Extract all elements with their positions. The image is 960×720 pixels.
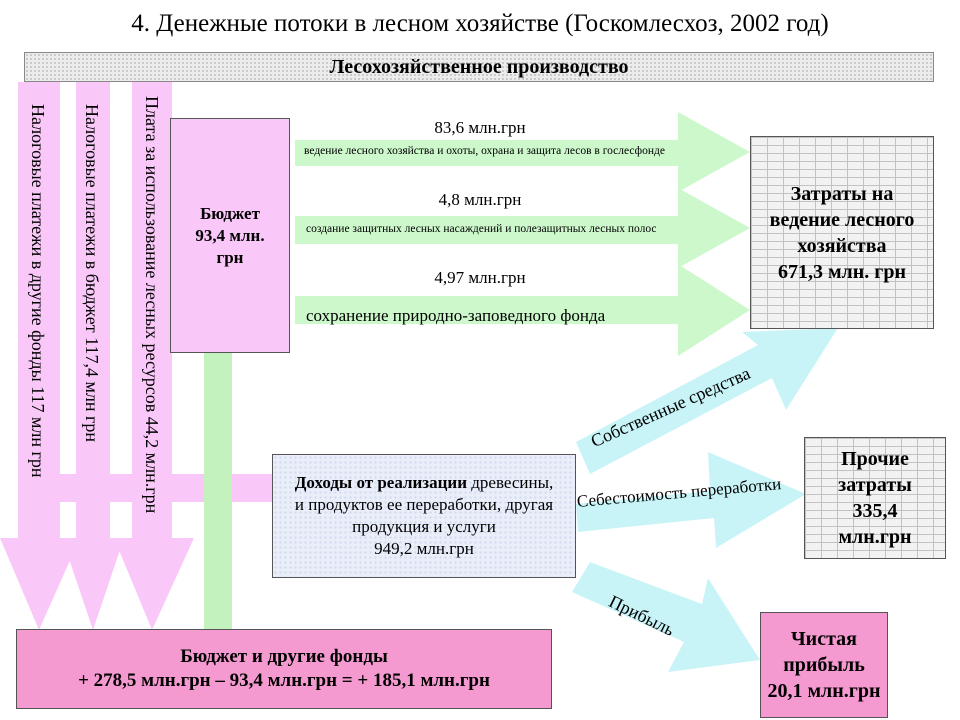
funds-title: Бюджет и другие фонды — [180, 646, 388, 667]
costs-line-1: Затраты на — [790, 182, 894, 205]
income-title: Доходы от реализации — [294, 473, 468, 492]
net-profit-line-2: прибыль — [783, 654, 865, 676]
arrow-profit — [572, 562, 760, 672]
flow-amount-plantings: 4,8 млн.грн — [438, 190, 522, 209]
other-costs-box: Прочие затраты 335,4 млн.грн — [804, 437, 946, 559]
forestry-costs-box: Затраты на ведение лесного хозяйства 671… — [750, 136, 934, 329]
costs-amount: 671,3 млн. грн — [777, 260, 907, 283]
income-line-2: и продуктов ее переработки, другая — [294, 495, 554, 514]
income-line-3: продукция и услуги — [352, 517, 496, 536]
budget-box: Бюджет 93,4 млн. грн — [170, 118, 290, 353]
costs-line-3: хозяйства — [797, 234, 887, 257]
income-pink-connector — [46, 474, 272, 502]
other-costs-line-2: затраты — [838, 474, 912, 496]
income-box: Доходы от реализации древесины, и продук… — [272, 454, 576, 578]
flow-desc-plantings: создание защитных лесных насаждений и по… — [306, 223, 657, 235]
arrow-nature-reserve — [295, 264, 750, 356]
flow-amount-forestry: 83,6 млн.грн — [434, 118, 526, 137]
net-profit-amount: 20,1 млн.грн — [767, 680, 881, 702]
production-bar: Лесохозяйственное производство — [24, 52, 934, 82]
page-title: 4. Денежные потоки в лесном хозяйстве (Г… — [131, 10, 829, 37]
costs-line-2: ведение лесного — [769, 208, 915, 231]
vertical-flow-label-2: Налоговые платежи в бюджет 117,4 млн грн — [82, 104, 102, 442]
budget-title: Бюджет — [200, 203, 260, 223]
other-costs-unit: млн.грн — [838, 526, 912, 548]
arrow-own-funds — [576, 328, 838, 474]
other-costs-amount: 335,4 — [852, 500, 898, 522]
income-amount: 949,2 млн.грн — [374, 539, 474, 558]
net-profit-line-1: Чистая — [791, 628, 857, 650]
flow-desc-reserve: сохранение природно-заповедного фонда — [306, 306, 606, 325]
arrow-forestry — [295, 112, 750, 192]
budget-unit: грн — [216, 247, 244, 267]
vertical-flow-label-1: Налоговые платежи в другие фонды 117 млн… — [28, 104, 48, 478]
arrow-protective-plantings — [295, 188, 750, 268]
arrow-processing-cost — [576, 452, 806, 548]
flow-amount-reserve: 4,97 млн.грн — [434, 268, 526, 287]
budget-green-bar — [204, 332, 232, 644]
budget-funds-box: Бюджет и другие фонды + 278,5 млн.грн – … — [16, 629, 552, 709]
funds-balance: + 278,5 млн.грн – 93,4 млн.грн = + 185,1… — [78, 670, 490, 691]
net-profit-box: Чистая прибыль 20,1 млн.грн — [760, 612, 888, 718]
vertical-flow-label-3: Плата за использование лесных ресурсов 4… — [142, 96, 162, 514]
income-title-rest: древесины, — [467, 473, 554, 492]
other-costs-line-1: Прочие — [841, 448, 909, 470]
budget-amount: 93,4 млн. — [195, 225, 265, 245]
flow-desc-forestry: ведение лесного хозяйства и охоты, охран… — [304, 145, 665, 157]
